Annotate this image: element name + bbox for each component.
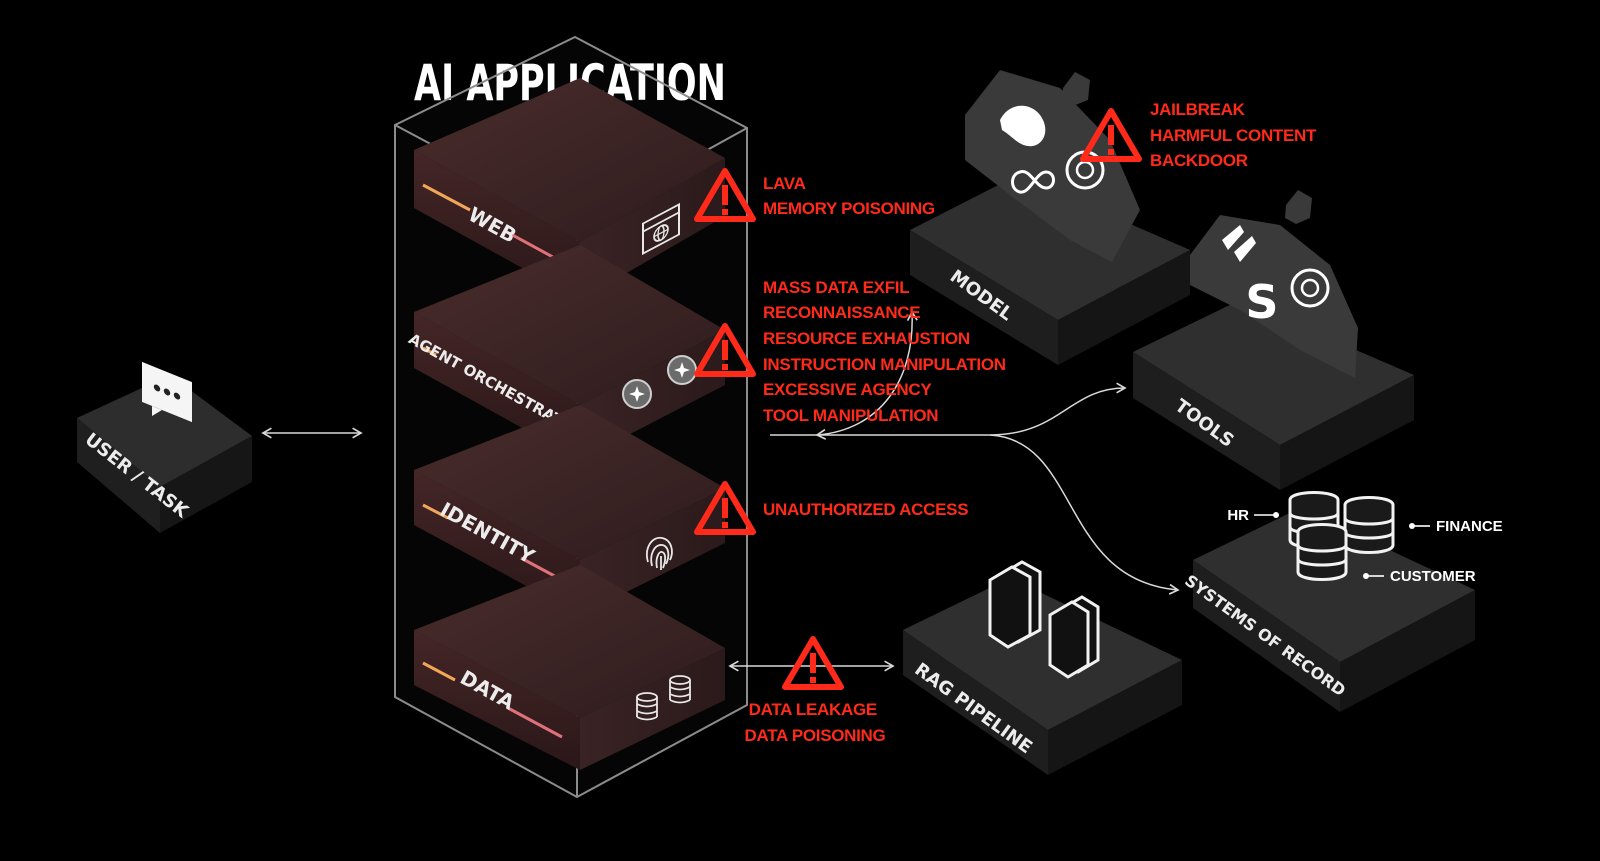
threats-data: DATA LEAKAGE DATA POISONING (745, 700, 886, 745)
sor-label-hr: HR (1227, 507, 1249, 524)
threat-item: RECONNAISSANCE (763, 303, 920, 322)
sparkle-icon (622, 355, 697, 409)
threat-item: HARMFUL CONTENT (1150, 126, 1317, 145)
sor-label-customer: CUSTOMER (1390, 568, 1476, 585)
model-block[interactable]: MODEL (910, 70, 1190, 365)
document-stack-icon (988, 560, 1100, 679)
rag-pipeline-block[interactable]: RAG PIPELINE (903, 560, 1182, 775)
database-icon (636, 675, 691, 721)
browser-globe-icon (642, 202, 680, 256)
chat-bubble-icon (142, 361, 192, 423)
tools-connector (989, 382, 1127, 436)
sor-tag-customer: CUSTOMER (1363, 568, 1476, 585)
threat-item: UNAUTHORIZED ACCESS (763, 500, 968, 519)
database-icon (1288, 491, 1395, 581)
user-task-block[interactable]: USER / TASK (77, 361, 252, 533)
threats-model: JAILBREAK HARMFUL CONTENT BACKDOOR (1150, 100, 1321, 170)
threat-item: DATA LEAKAGE (749, 700, 877, 719)
threat-item: MEMORY POISONING (763, 199, 935, 218)
threat-item: MASS DATA EXFIL (763, 278, 909, 297)
threat-item: TOOL MANIPULATION (763, 406, 938, 425)
model-connector (815, 310, 918, 440)
sor-label-finance: FINANCE (1436, 518, 1503, 535)
tools-block[interactable]: S TOOLS (1133, 190, 1414, 490)
sor-tag-hr: HR (1227, 507, 1279, 524)
threats-web: LAVA MEMORY POISONING (763, 174, 935, 218)
layer-identity[interactable]: IDENTITY (414, 405, 725, 615)
threats-orchestrator: MASS DATA EXFIL RECONNAISSANCE RESOURCE … (763, 278, 1010, 425)
threat-item: RESOURCE EXHAUSTION (763, 329, 970, 348)
sor-tag-finance: FINANCE (1409, 518, 1503, 535)
threat-item: LAVA (763, 174, 806, 193)
systems-of-record-block[interactable]: SYSTEMS OF RECORD HR FINANCE CUSTOMER (1181, 491, 1503, 713)
svg-text:S: S (1245, 275, 1278, 329)
threat-item: EXCESSIVE AGENCY (763, 380, 932, 399)
threat-item: INSTRUCTION MANIPULATION (763, 355, 1006, 374)
threats-identity: UNAUTHORIZED ACCESS (763, 500, 968, 519)
threat-item: BACKDOOR (1150, 151, 1248, 170)
sor-connector (989, 434, 1180, 595)
warning-triangle-icon (785, 639, 841, 687)
layer-data[interactable]: DATA (414, 565, 725, 770)
fingerprint-icon (646, 536, 673, 570)
threat-item: JAILBREAK (1150, 100, 1246, 119)
tool-logos-icon: S (1190, 190, 1358, 378)
ai-model-logos-icon (965, 70, 1140, 262)
threat-item: DATA POISONING (745, 726, 886, 745)
